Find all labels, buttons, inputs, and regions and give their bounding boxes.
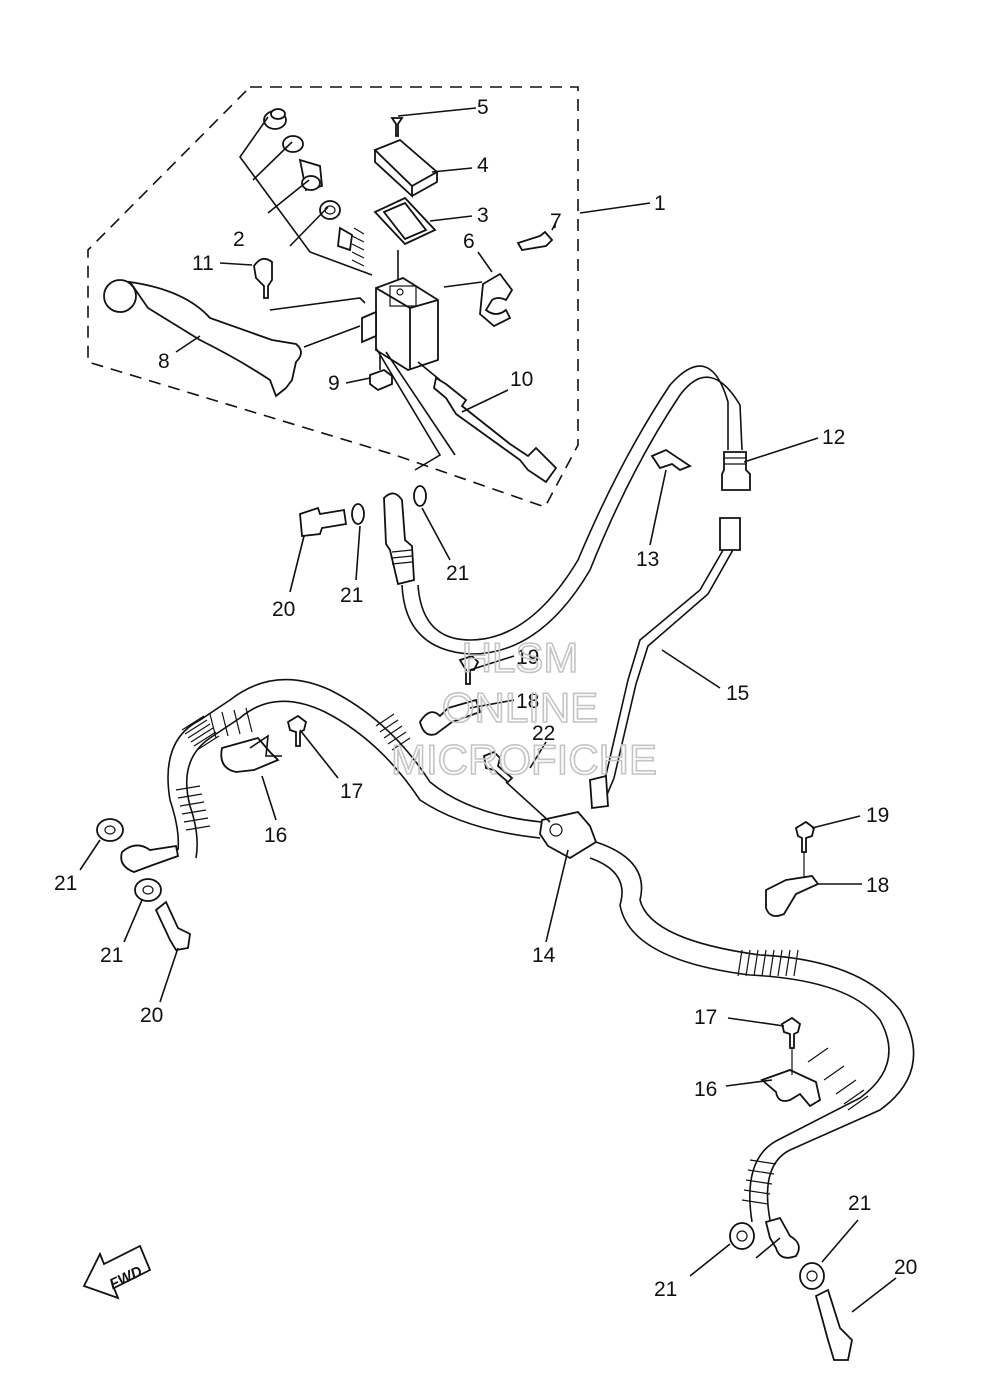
callout-16b: 16	[694, 1078, 717, 1101]
callout-21a: 21	[340, 584, 363, 607]
fwd-arrow: FWD	[82, 1244, 152, 1300]
right-caliper-banjo	[764, 1216, 800, 1259]
callout-14: 14	[532, 944, 556, 967]
lever-ball-end	[103, 279, 137, 313]
master-cylinder-group	[103, 108, 558, 484]
washer-21e	[729, 1222, 755, 1250]
upper-brake-hose-outer2	[417, 365, 729, 641]
watermark-line-1: HLSM	[462, 634, 579, 681]
callout-6: 6	[463, 230, 475, 253]
callout-10: 10	[510, 368, 533, 391]
callout-22: 22	[532, 722, 555, 745]
cap-screw	[390, 117, 404, 137]
fwd-arrow-icon	[82, 1244, 152, 1300]
callout-19a: 19	[516, 646, 539, 669]
callout-labels: 1 2 3 4 5 6 7 8 9 10 11 12 13 14 15 16 1…	[54, 96, 917, 1301]
callout-13: 13	[636, 548, 659, 571]
callout-5: 5	[477, 96, 489, 119]
hose-clip-13	[650, 448, 692, 472]
callout-4: 4	[477, 154, 489, 177]
callout-21c: 21	[54, 872, 77, 895]
banjo-fitting	[383, 492, 415, 586]
assembly-boundary	[87, 86, 579, 508]
left-brake-hose-a	[167, 678, 543, 851]
washer-21c	[96, 818, 124, 842]
washer-21b	[413, 485, 427, 507]
reservoir-cap	[373, 138, 439, 199]
joint-bolt-22	[482, 750, 514, 784]
pipe-nut-bottom	[589, 774, 609, 810]
watermark: HLSM ONLINE MICROFICHE	[390, 633, 658, 784]
right-brake-hose-b	[589, 857, 890, 1223]
callout-20b: 20	[140, 1004, 163, 1027]
washer-21a	[351, 503, 365, 525]
hose-guards-left	[175, 707, 411, 831]
washer-21d	[134, 878, 162, 902]
callout-21d: 21	[100, 944, 123, 967]
left-brake-hose-b	[185, 700, 541, 859]
part-2-bracket	[239, 116, 373, 276]
callout-1: 1	[654, 192, 666, 215]
callout-19b: 19	[866, 804, 889, 827]
nut	[369, 368, 393, 392]
brake-lever	[128, 280, 302, 398]
callout-21f: 21	[848, 1192, 871, 1215]
clip-bolt-17a	[286, 714, 308, 747]
piston-kit-parts	[263, 108, 365, 267]
callout-15: 15	[726, 682, 749, 705]
diaphragm	[373, 196, 437, 246]
pipe-nut-top	[719, 517, 741, 551]
callout-18a: 18	[516, 690, 539, 713]
master-cylinder-body	[375, 277, 439, 371]
washer-21f	[799, 1262, 825, 1290]
callout-20a: 20	[272, 598, 295, 621]
callout-17b: 17	[694, 1006, 717, 1029]
callout-12: 12	[822, 426, 845, 449]
three-way-joint	[539, 811, 598, 860]
upper-banjo-group	[299, 485, 427, 586]
callout-21b: 21	[446, 562, 469, 585]
callout-7: 7	[550, 210, 562, 233]
callout-20c: 20	[894, 1256, 917, 1279]
brake-switch	[433, 376, 558, 484]
callout-17a: 17	[340, 780, 363, 803]
leader-lines	[79, 107, 897, 1313]
hose-clip-18b	[765, 875, 820, 917]
clip-bolt-19b	[794, 820, 816, 853]
hose-guards-right	[737, 949, 869, 1205]
callout-16a: 16	[264, 824, 287, 847]
union-bolt-20c	[814, 1288, 853, 1361]
callout-8: 8	[158, 350, 170, 373]
callout-9: 9	[328, 372, 340, 395]
callout-2: 2	[233, 228, 245, 251]
clip-bolt-17b	[780, 1016, 802, 1049]
holder-bolt	[516, 230, 554, 251]
right-brake-hose-a	[595, 841, 915, 1221]
lever-pivot-bolt	[253, 257, 273, 299]
hose-clip-16a	[220, 736, 280, 773]
watermark-line-2: ONLINE	[442, 684, 598, 731]
callout-18b: 18	[866, 874, 889, 897]
hose-clip-16b	[760, 1069, 822, 1108]
union-bolt-20b	[154, 900, 191, 951]
upper-brake-hose-outer1	[401, 376, 743, 655]
callout-21e: 21	[654, 1278, 677, 1301]
callout-11: 11	[192, 252, 214, 275]
left-caliper-banjo	[120, 844, 180, 873]
holder-clamp	[479, 272, 514, 328]
callout-3: 3	[477, 204, 489, 227]
union-bolt-20a	[299, 506, 348, 537]
watermark-line-3: MICROFICHE	[391, 736, 657, 783]
